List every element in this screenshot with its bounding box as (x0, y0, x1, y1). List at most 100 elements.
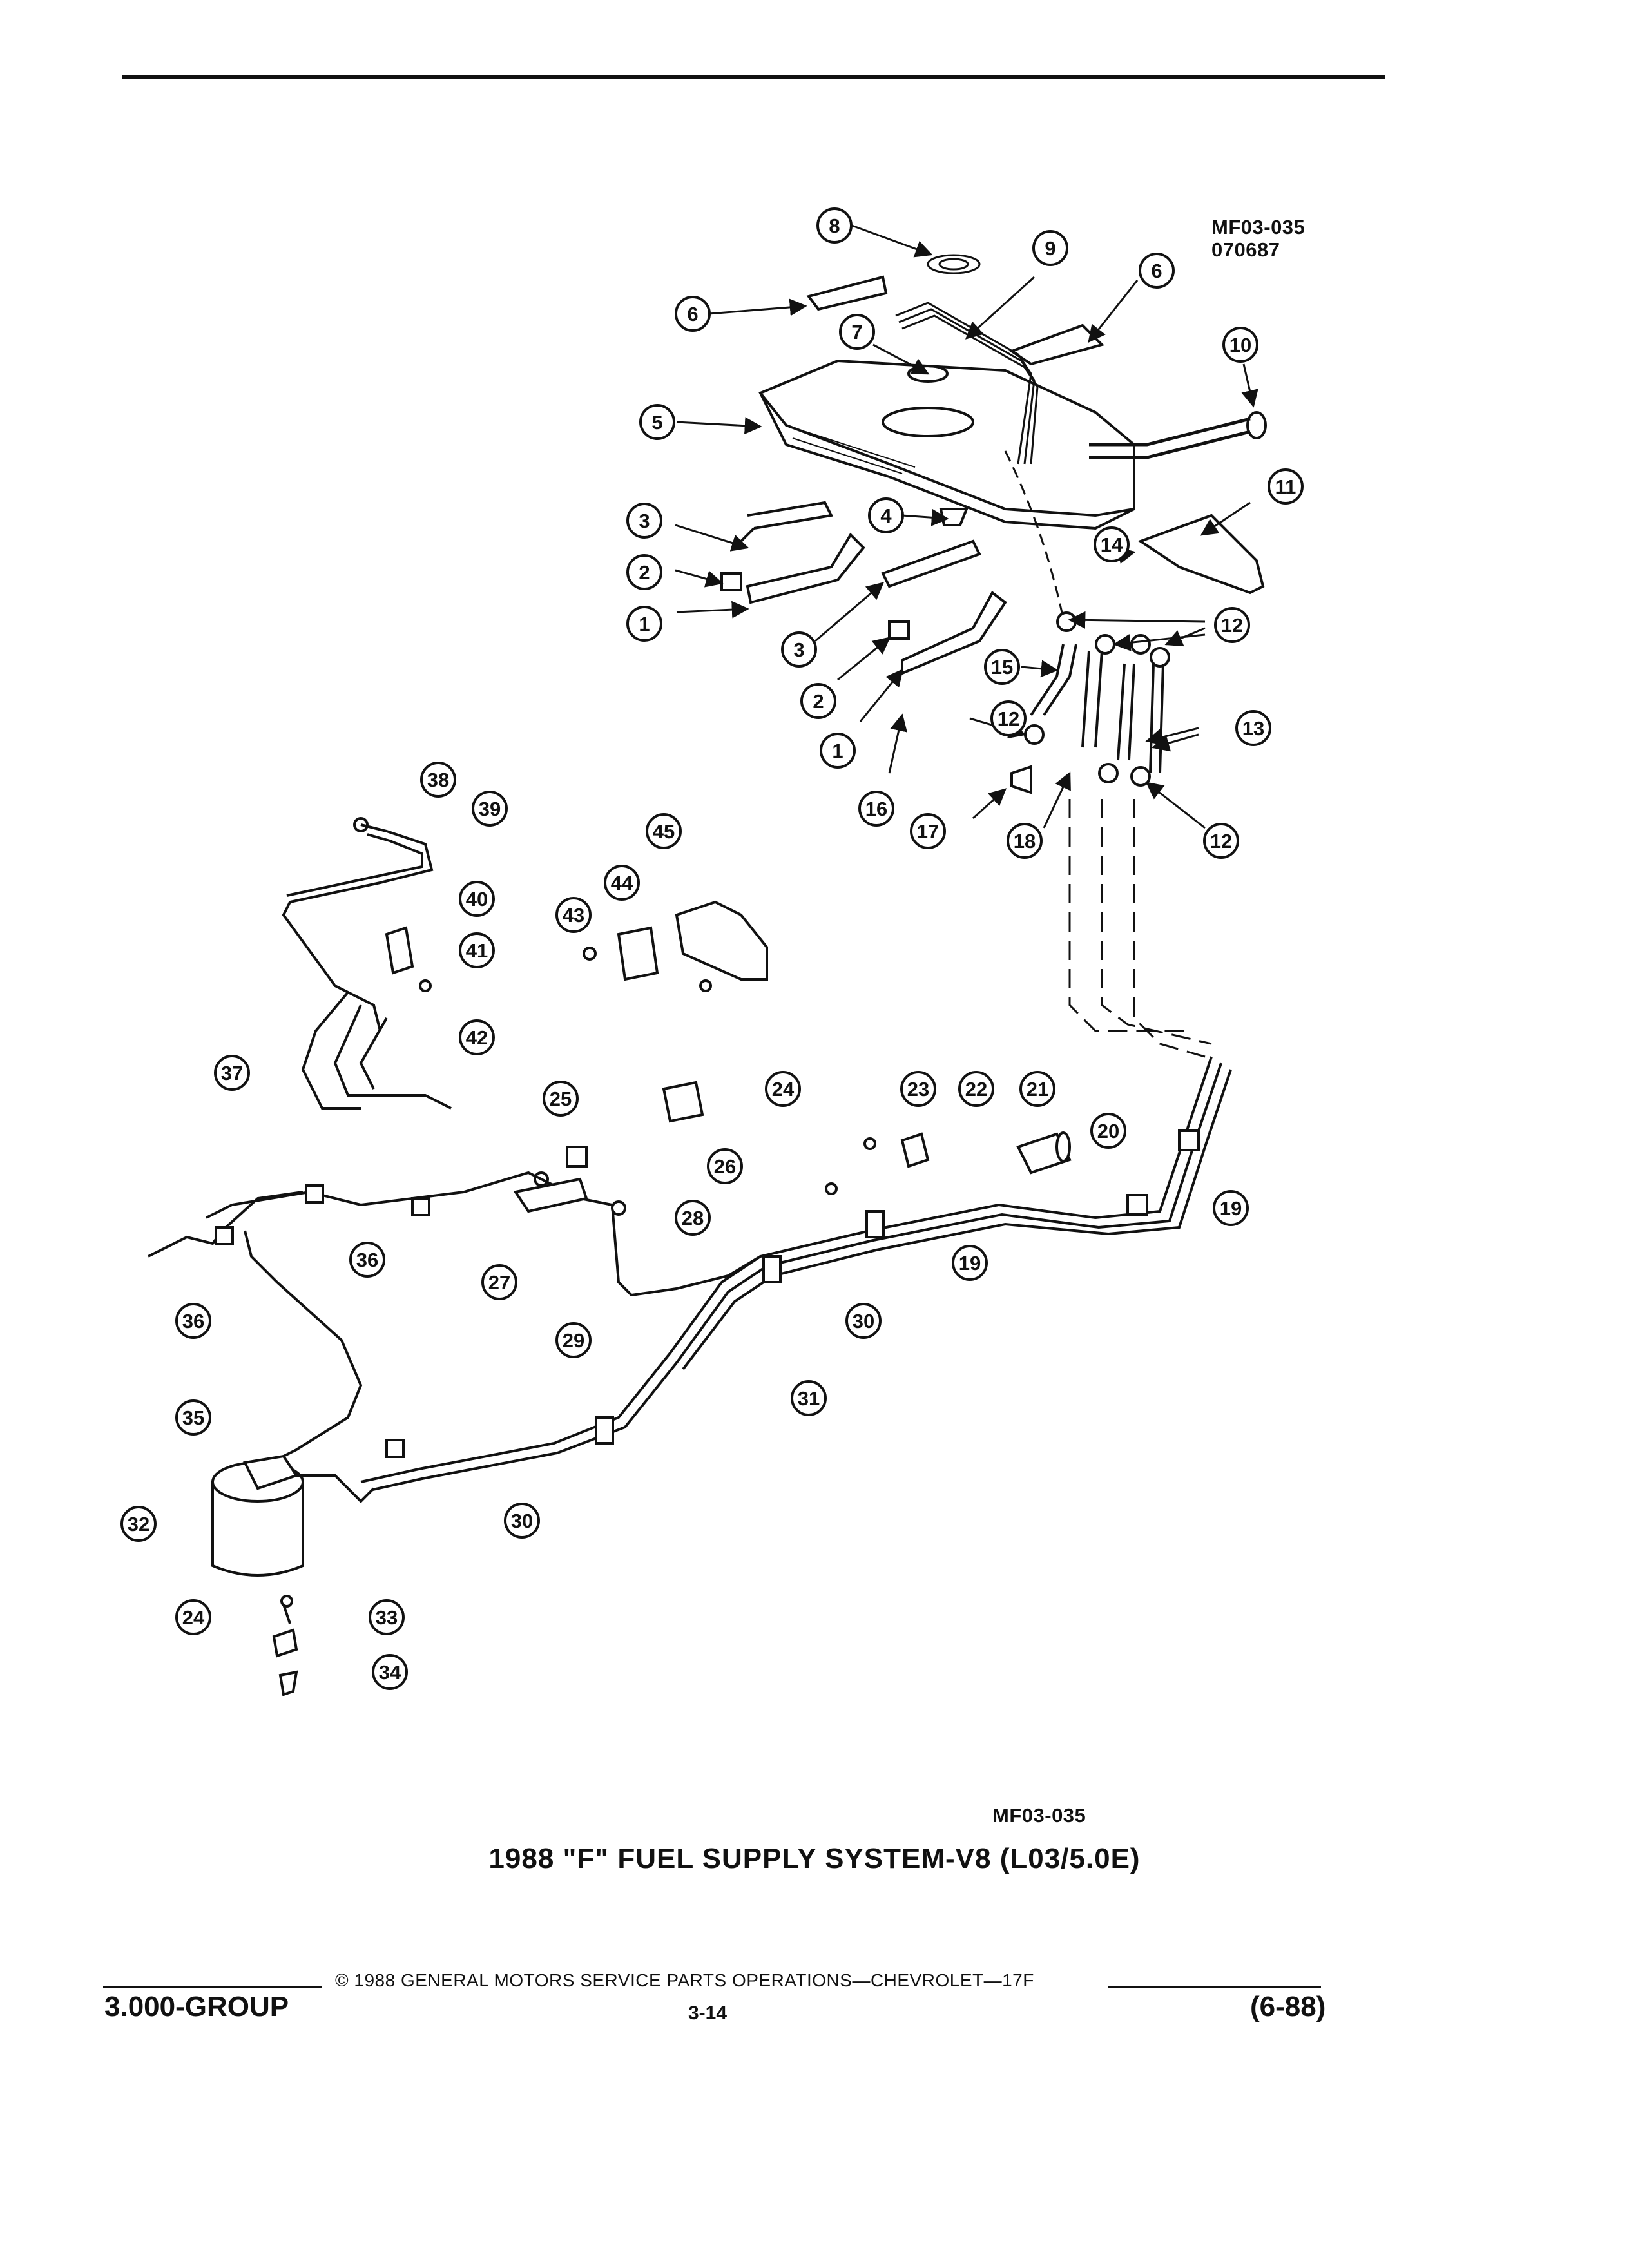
group-label: 3.000-GROUP (104, 1991, 289, 2023)
callout-16: 16 (858, 791, 894, 827)
callout-circle (459, 881, 495, 917)
callout-number: 44 (611, 872, 633, 894)
callout-15: 15 (984, 649, 1020, 685)
diagram-date: 070687 (1211, 238, 1280, 261)
callout-number: 24 (182, 1606, 205, 1629)
callout-18: 18 (1007, 823, 1043, 859)
callout-circle (481, 1264, 517, 1300)
diagram-code-bottom: MF03-035 (992, 1804, 1086, 1827)
callout-41: 41 (459, 932, 495, 968)
callout-number: 13 (1242, 717, 1264, 740)
callout-circle (214, 1055, 250, 1091)
callout-36: 36 (175, 1303, 211, 1339)
callout-number: 2 (639, 561, 650, 584)
callout-circle (984, 649, 1020, 685)
callout-number: 3 (793, 639, 804, 661)
callout-number: 6 (687, 303, 698, 325)
callout-36: 36 (349, 1242, 385, 1278)
callout-circle (1268, 468, 1304, 505)
callout-circle (369, 1599, 405, 1635)
callout-number: 29 (563, 1329, 584, 1352)
callout-number: 15 (991, 656, 1013, 678)
main-fuel-lines (148, 1056, 1232, 1493)
callout-circle (1139, 253, 1175, 289)
callout-number: 30 (511, 1510, 533, 1532)
callout-number: 27 (488, 1271, 510, 1294)
callout-45: 45 (646, 813, 682, 849)
callout-number: 19 (959, 1252, 981, 1274)
callout-31: 31 (791, 1380, 827, 1416)
callout-number: 8 (829, 215, 840, 237)
callout-32: 32 (120, 1506, 157, 1542)
callout-19: 19 (952, 1245, 988, 1281)
callout-number: 37 (221, 1062, 243, 1084)
callout-number: 4 (880, 505, 892, 527)
callout-circle (781, 631, 817, 668)
callout-circle (543, 1081, 579, 1117)
callout-circle (1203, 823, 1239, 859)
callout-circle (1222, 327, 1258, 363)
callout-3: 3 (626, 503, 662, 539)
callout-number: 19 (1220, 1197, 1242, 1220)
tank-hoses (1004, 450, 1170, 794)
callout-number: 11 (1275, 476, 1296, 498)
callout-number: 1 (832, 740, 843, 762)
callout-circle (1094, 526, 1130, 562)
callout-circle (349, 1242, 385, 1278)
callout-circle (1032, 230, 1068, 266)
callout-12: 12 (1214, 607, 1250, 643)
callout-number: 31 (798, 1387, 820, 1410)
callout-number: 36 (182, 1310, 204, 1332)
callout-27: 27 (481, 1264, 517, 1300)
callout-circle (675, 296, 711, 332)
callout-circle (990, 700, 1027, 736)
callout-number: 34 (379, 1661, 401, 1684)
callout-number: 14 (1101, 533, 1123, 556)
callout-number: 21 (1027, 1078, 1048, 1100)
callout-number: 24 (772, 1078, 795, 1100)
callout-circle (845, 1303, 882, 1339)
callout-number: 28 (682, 1207, 704, 1229)
callout-circle (707, 1148, 743, 1184)
callout-29: 29 (555, 1322, 592, 1358)
callout-circle (765, 1071, 801, 1107)
callout-circle (504, 1503, 540, 1539)
callout-number: 25 (550, 1088, 572, 1110)
callout-30: 30 (504, 1503, 540, 1539)
callout-3: 3 (781, 631, 817, 668)
callout-number: 23 (907, 1078, 929, 1100)
callout-37: 37 (214, 1055, 250, 1091)
callout-24: 24 (765, 1071, 801, 1107)
fuel-filter (699, 979, 1072, 1195)
callout-circle (626, 606, 662, 642)
engine-lines (282, 817, 452, 1110)
callout-number: 9 (1045, 237, 1055, 260)
callout-26: 26 (707, 1148, 743, 1184)
callout-12: 12 (1203, 823, 1239, 859)
callout-circle (900, 1071, 936, 1107)
callout-number: 1 (639, 613, 650, 635)
callout-number: 2 (813, 690, 824, 713)
callout-circle (175, 1303, 211, 1339)
mount-brackets (513, 900, 768, 1216)
callout-number: 35 (182, 1407, 204, 1429)
callout-circle (858, 791, 894, 827)
callout-number: 43 (563, 904, 584, 927)
callout-34: 34 (372, 1654, 408, 1690)
callout-14: 14 (1094, 526, 1130, 562)
callout-number: 17 (917, 820, 939, 843)
callout-13: 13 (1235, 710, 1271, 746)
callout-number: 18 (1014, 830, 1036, 852)
footer-rule-left (103, 1986, 322, 1988)
callout-6: 6 (1139, 253, 1175, 289)
callout-number: 42 (466, 1026, 488, 1049)
callout-17: 17 (910, 813, 946, 849)
callout-number: 10 (1229, 334, 1251, 356)
callout-circle (1235, 710, 1271, 746)
revision-label: (6-88) (1250, 1991, 1326, 2023)
callout-number: 41 (466, 939, 488, 962)
fuel-tank (758, 359, 1267, 530)
callout-circle (958, 1071, 994, 1107)
